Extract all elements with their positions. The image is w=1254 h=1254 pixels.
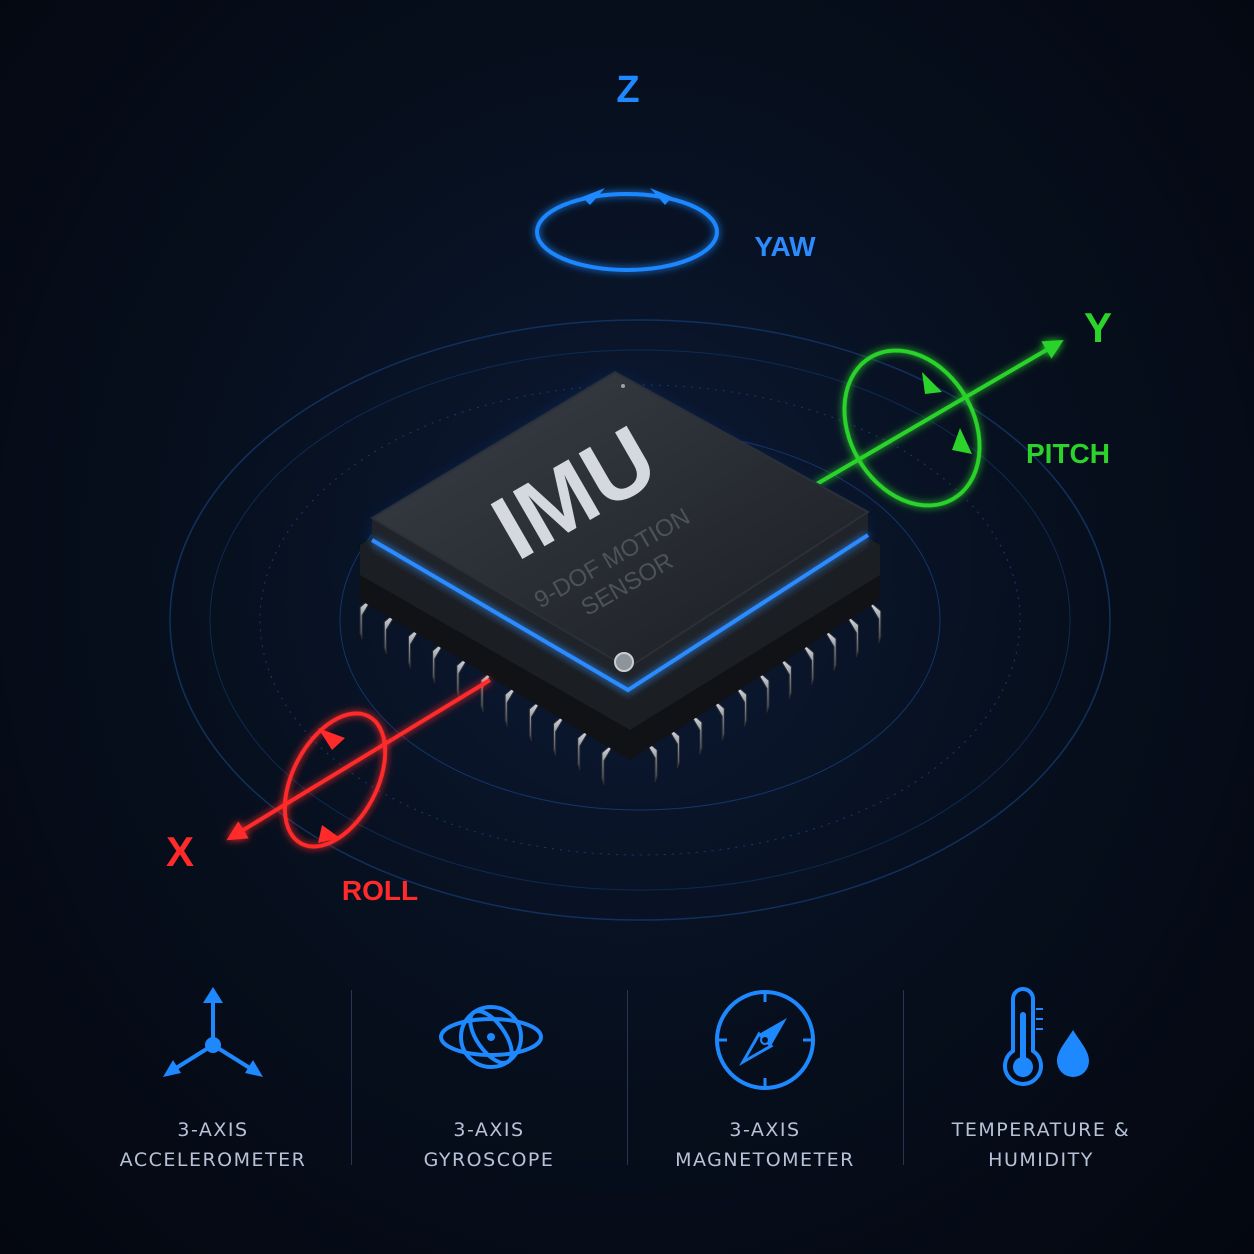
feature-line1: 3-AXIS xyxy=(729,1119,801,1141)
chip-pin xyxy=(709,695,725,741)
thermometer-droplet-icon xyxy=(1003,987,1089,1086)
chip-pin xyxy=(407,623,423,669)
yaw-arrowhead-left xyxy=(582,188,605,205)
pin1-marker xyxy=(614,652,634,672)
z-axis-label: Z xyxy=(616,69,639,111)
yaw-rotation-ring xyxy=(535,192,719,272)
axes-icon xyxy=(163,987,263,1077)
feature-line1: TEMPERATURE & xyxy=(951,1119,1131,1141)
roll-label: ROLL xyxy=(342,875,418,906)
feature-label-accelerometer: 3-AXIS ACCELEROMETER xyxy=(120,1115,307,1175)
yaw-label: YAW xyxy=(754,231,816,262)
chip-pin xyxy=(528,696,544,742)
chip-pin xyxy=(642,737,658,783)
pitch-arrowhead-top xyxy=(922,372,942,394)
feature-temperature-humidity: TEMPERATURE & HUMIDITY xyxy=(903,980,1179,1180)
feature-gyroscope: 3-AXIS GYROSCOPE xyxy=(351,980,627,1180)
feature-line1: 3-AXIS xyxy=(453,1119,525,1141)
feature-line2: MAGNETOMETER xyxy=(675,1149,855,1171)
chip-pin xyxy=(687,709,703,755)
feature-line2: HUMIDITY xyxy=(988,1149,1094,1171)
feature-line2: ACCELEROMETER xyxy=(119,1149,307,1171)
chip-pin xyxy=(601,740,617,785)
feature-row: 3-AXIS ACCELEROMETER 3-AXIS GYROSCOPE xyxy=(75,980,1179,1180)
feature-accelerometer: 3-AXIS ACCELEROMETER xyxy=(75,980,351,1180)
z-axis: Z YAW xyxy=(535,69,816,380)
roll-arrowhead-bottom xyxy=(318,825,340,843)
chip-pin xyxy=(553,711,568,756)
chip-edge-glow xyxy=(370,533,870,693)
chip-pin xyxy=(866,598,882,644)
chip-pin xyxy=(732,682,748,727)
chip-pins-left xyxy=(359,594,617,785)
feature-magnetometer: 3-AXIS MAGNETOMETER xyxy=(627,980,903,1180)
x-axis-label: X xyxy=(166,828,194,875)
x-axis: X ROLL xyxy=(166,678,492,906)
feature-label-magnetometer: 3-AXIS MAGNETOMETER xyxy=(675,1115,855,1175)
gyroscope-icon xyxy=(439,1005,543,1069)
roll-arrowhead-top xyxy=(318,728,345,750)
imu-chip: IMU 9-DOF MOTION SENSOR xyxy=(360,370,880,760)
chip-pin xyxy=(383,609,399,654)
pitch-label: PITCH xyxy=(1026,438,1110,469)
chip-pin xyxy=(754,668,770,713)
compass-icon xyxy=(715,990,815,1090)
feature-label-gyroscope: 3-AXIS GYROSCOPE xyxy=(424,1115,555,1175)
feature-label-temperature-humidity: TEMPERATURE & HUMIDITY xyxy=(952,1115,1131,1175)
chip-pin xyxy=(577,725,593,771)
chip-pin xyxy=(799,640,815,685)
y-axis: Y PITCH xyxy=(813,304,1112,508)
chip-pin xyxy=(665,723,681,769)
yaw-arrowhead-right xyxy=(650,188,672,205)
y-axis-label: Y xyxy=(1084,304,1112,351)
chip-pin xyxy=(776,654,792,699)
chip-pin xyxy=(456,653,472,698)
roll-rotation-ring xyxy=(282,711,388,849)
chip-pin xyxy=(844,612,859,658)
chip-pin xyxy=(359,594,375,640)
feature-line2: GYROSCOPE xyxy=(423,1149,555,1171)
pitch-rotation-ring xyxy=(842,348,982,508)
chip-pins-right xyxy=(642,598,882,783)
feature-line1: 3-AXIS xyxy=(177,1119,249,1141)
pitch-arrowhead-bottom xyxy=(952,428,972,454)
chip-pin xyxy=(432,638,448,684)
chip-pin xyxy=(821,626,837,671)
chip-pin xyxy=(504,682,520,727)
